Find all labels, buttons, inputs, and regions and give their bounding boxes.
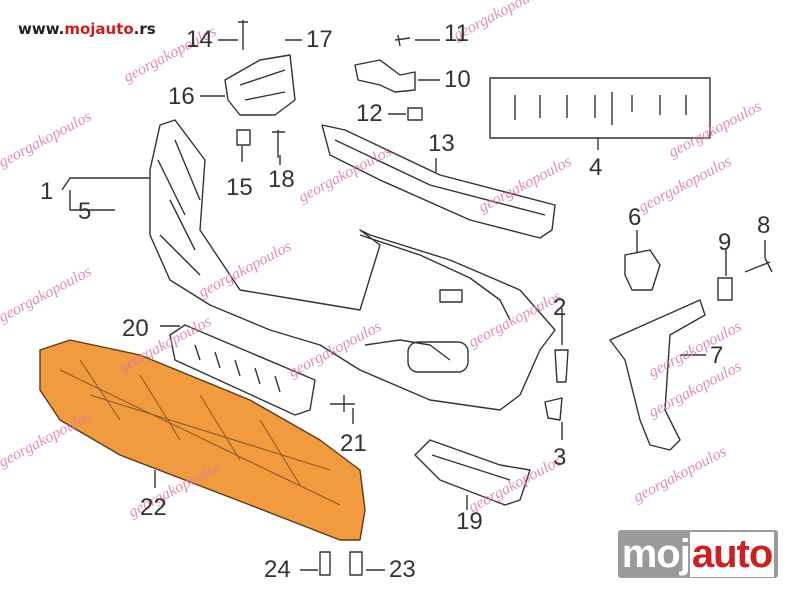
- part-label-4: 4: [589, 154, 603, 181]
- site-suffix: .rs: [133, 20, 156, 38]
- part-label-5: 5: [78, 198, 92, 225]
- lower-grille: [169, 324, 316, 416]
- screw-18: [272, 130, 285, 158]
- part-label-17: 17: [306, 26, 333, 53]
- part-label-3: 3: [553, 444, 567, 471]
- site-prefix: www.: [18, 20, 65, 38]
- part-label-23: 23: [389, 556, 416, 583]
- part-label-15: 15: [226, 174, 253, 201]
- part-label-14: 14: [186, 26, 213, 53]
- part-label-8: 8: [757, 212, 771, 239]
- part-label-19: 19: [456, 508, 483, 535]
- part-label-7: 7: [710, 342, 724, 369]
- clip-bracket: [354, 59, 416, 93]
- part-label-24: 24: [264, 556, 291, 583]
- part-label-20: 20: [122, 315, 149, 342]
- nut-15: [236, 129, 251, 146]
- screw-11: [394, 34, 411, 47]
- screw-8: [744, 257, 773, 273]
- nut-12: [407, 107, 423, 121]
- part-label-22: 22: [140, 494, 167, 521]
- screw-14: [238, 20, 248, 50]
- hardware-kit-box: [489, 77, 711, 139]
- bumper-cover: [149, 119, 556, 411]
- site-url[interactable]: www.mojauto.rs: [18, 20, 156, 38]
- fog-grille-trim: [414, 439, 531, 506]
- screw-24: [319, 551, 331, 576]
- site-brand: mojauto: [64, 20, 134, 38]
- fog-light-opening: [407, 341, 469, 373]
- part-label-10: 10: [444, 66, 471, 93]
- clip-3: [544, 397, 563, 421]
- part-label-2: 2: [553, 294, 567, 321]
- screw-21: [330, 395, 355, 412]
- part-label-6: 6: [628, 204, 642, 231]
- part-label-9: 9: [718, 229, 732, 256]
- part-label-11: 11: [444, 20, 469, 47]
- clip-9: [717, 277, 733, 301]
- mounting-bracket: [224, 54, 296, 116]
- logo-right-text: auto: [689, 531, 775, 577]
- part-label-21: 21: [340, 430, 367, 457]
- engine-undertray: [39, 339, 366, 541]
- screw-23: [349, 551, 363, 576]
- logo-left-text: moj: [621, 531, 691, 576]
- part-label-16: 16: [168, 83, 195, 110]
- part-label-13: 13: [428, 130, 455, 157]
- side-guide-bracket: [609, 299, 706, 451]
- part-label-18: 18: [268, 166, 295, 193]
- clip-6: [624, 249, 661, 291]
- part-label-1: 1: [40, 178, 54, 205]
- part-label-12: 12: [356, 100, 383, 127]
- screw-2: [554, 349, 569, 383]
- impact-bar: [321, 124, 556, 239]
